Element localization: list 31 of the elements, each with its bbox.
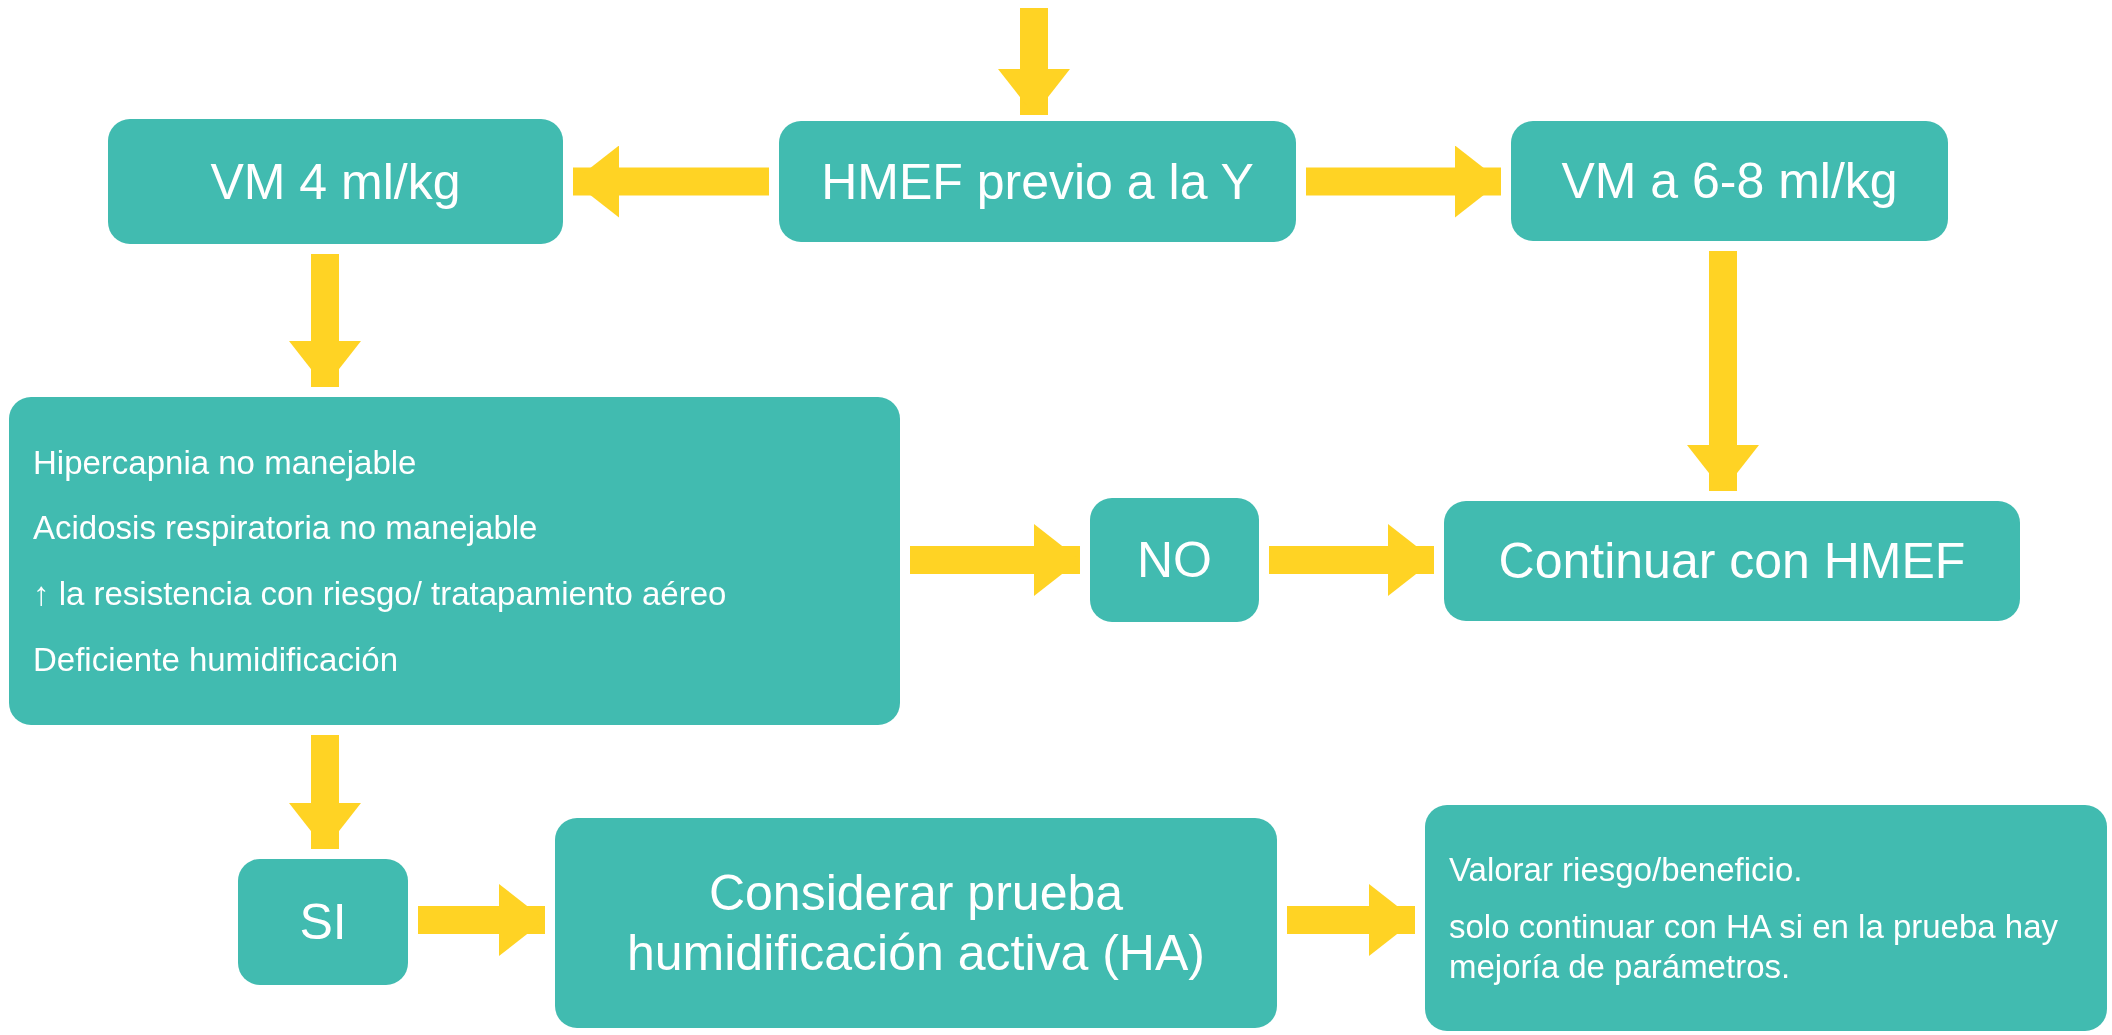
arrow: [910, 524, 1080, 596]
arrow: [573, 145, 769, 218]
process-box: [1425, 805, 2107, 1031]
box-text: solo continuar con HA si en la prueba hay mejoría de parámetros.: [1449, 907, 2060, 987]
box-text: Valorar riesgo/beneficio.: [1449, 849, 1803, 890]
box-text: Considerar prueba humidificación activa (HA): [626, 864, 1206, 983]
arrow: [1306, 145, 1501, 218]
process-box: [555, 818, 1277, 1028]
box-text: Hipercapnia no manejable: [33, 442, 417, 483]
process-box: [779, 121, 1296, 242]
process-box: [1090, 498, 1259, 622]
box-text: Deficiente humidificación: [33, 639, 398, 680]
process-box: [1444, 501, 2020, 621]
arrow: [289, 254, 361, 387]
box-text: ↑ la resistencia con riesgo/ tratapamiento aéreo: [33, 574, 727, 614]
arrow: [998, 8, 1070, 115]
process-box: [1511, 121, 1948, 241]
process-box: [108, 119, 563, 244]
process-box: [238, 859, 408, 985]
process-box: [9, 397, 900, 725]
arrow: [289, 735, 361, 849]
box-text: HMEF previo a la Y: [821, 152, 1254, 212]
arrow: [418, 884, 545, 956]
arrow: [1287, 884, 1415, 956]
box-text: VM a 6-8 ml/kg: [1561, 152, 1898, 211]
box-text: VM 4 ml/kg: [210, 152, 461, 212]
arrow: [1687, 251, 1759, 491]
box-text: Continuar con HMEF: [1498, 532, 1966, 591]
box-text: Acidosis respiratoria no manejable: [33, 508, 538, 548]
box-text: SI: [299, 893, 347, 952]
box-text: NO: [1137, 531, 1212, 590]
